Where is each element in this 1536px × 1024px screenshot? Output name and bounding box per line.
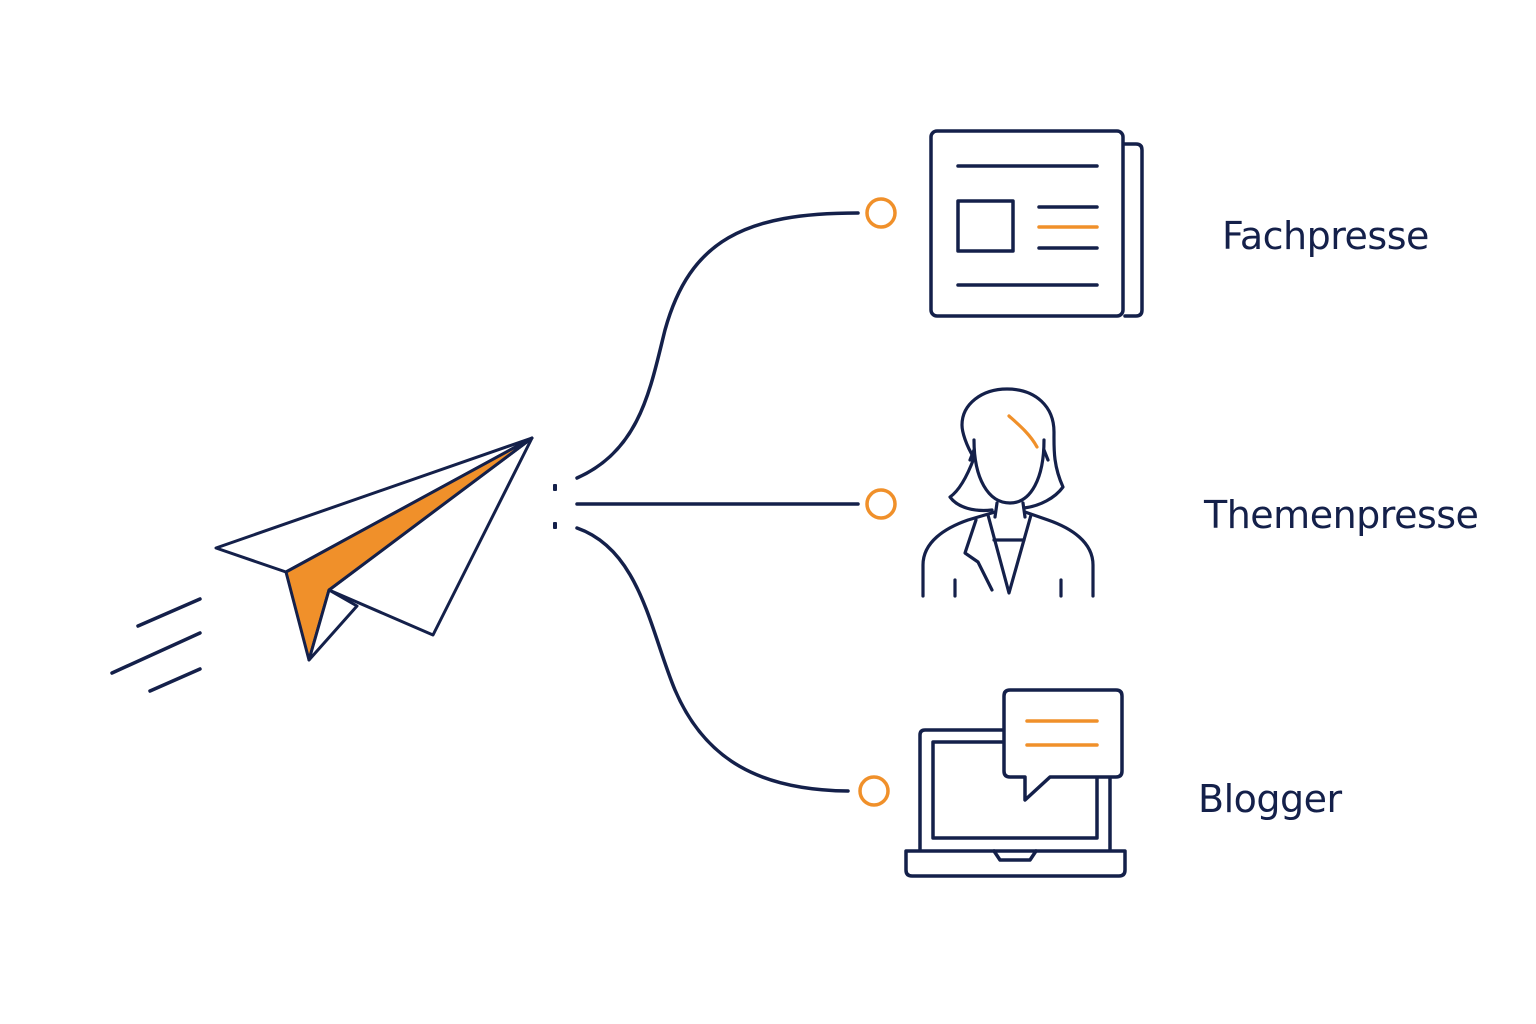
- label-themenpresse: Themenpresse: [1203, 493, 1478, 537]
- laptop-chat-icon: [904, 688, 1127, 878]
- endpoint-top: [865, 197, 897, 229]
- speed-lines: [110, 597, 202, 693]
- journalist-icon: [921, 387, 1095, 598]
- paper-plane-icon: [214, 436, 534, 662]
- connector-lines: [575, 211, 860, 793]
- branch-dots: [553, 484, 557, 529]
- endpoint-middle: [865, 488, 897, 520]
- connector-endpoints: [858, 197, 897, 807]
- newspaper-icon: [929, 129, 1144, 318]
- connector-bottom: [575, 526, 850, 793]
- label-blogger: Blogger: [1198, 777, 1342, 821]
- label-fachpresse: Fachpresse: [1222, 214, 1429, 258]
- connector-top: [575, 211, 860, 480]
- endpoint-bottom: [858, 775, 890, 807]
